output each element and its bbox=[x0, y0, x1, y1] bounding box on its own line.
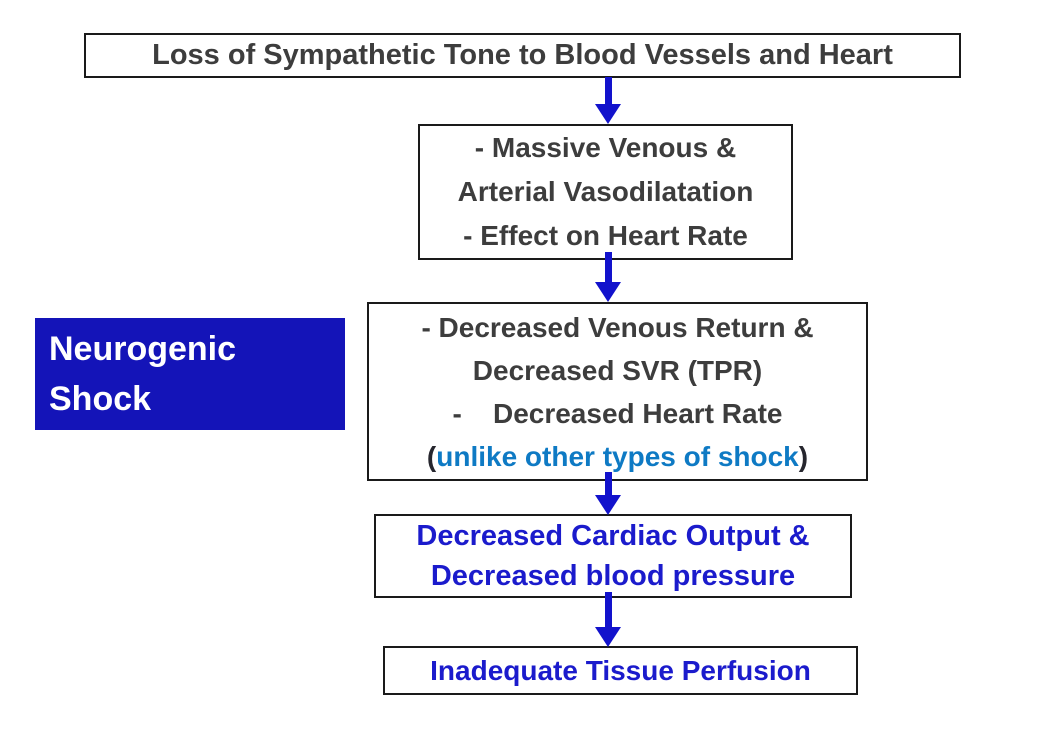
close-paren: ) bbox=[798, 440, 809, 472]
vasodilatation-line-3: - Effect on Heart Rate bbox=[463, 220, 748, 251]
arrow-head bbox=[595, 282, 621, 302]
down-arrow-icon-3 bbox=[595, 472, 621, 515]
arrow-stem bbox=[604, 77, 612, 104]
cardiac-output-line-1: Decreased Cardiac Output & bbox=[416, 520, 810, 552]
box-loss-of-sympathetic-tone: Loss of Sympathetic Tone to Blood Vessel… bbox=[84, 33, 961, 78]
cardiac-output-line-2: Decreased blood pressure bbox=[430, 560, 796, 592]
open-paren: ( bbox=[426, 440, 437, 472]
tissue-perfusion-text: Inadequate Tissue Perfusion bbox=[430, 654, 811, 686]
down-arrow-icon-4 bbox=[595, 592, 621, 647]
down-arrow-icon-2 bbox=[595, 252, 621, 302]
arrow-stem bbox=[604, 472, 612, 495]
box-decreased-cardiac-output: Decreased Cardiac Output & Decreased blo… bbox=[374, 514, 852, 598]
box-massive-vasodilatation: - Massive Venous & Arterial Vasodilatati… bbox=[418, 124, 793, 260]
neurogenic-shock-label-line-1: Neurogenic bbox=[49, 330, 237, 368]
venous-return-line-2: Decreased SVR (TPR) bbox=[472, 354, 763, 386]
arrow-head bbox=[595, 104, 621, 124]
neurogenic-shock-label: Neurogenic Shock bbox=[35, 318, 345, 430]
venous-return-line-1: - Decreased Venous Return & bbox=[421, 311, 814, 343]
arrow-head bbox=[595, 495, 621, 515]
box-decreased-venous-return: - Decreased Venous Return & Decreased SV… bbox=[367, 302, 868, 481]
box-loss-of-sympathetic-tone-text: Loss of Sympathetic Tone to Blood Vessel… bbox=[152, 39, 893, 71]
unlike-other-shock-highlight: unlike other types of shock bbox=[436, 440, 799, 472]
neurogenic-shock-label-line-2: Shock bbox=[49, 380, 152, 418]
vasodilatation-line-1: - Massive Venous & bbox=[474, 132, 737, 163]
box-inadequate-tissue-perfusion: Inadequate Tissue Perfusion bbox=[383, 646, 858, 695]
down-arrow-icon-1 bbox=[595, 77, 621, 124]
arrow-stem bbox=[604, 592, 612, 627]
vasodilatation-line-2: Arterial Vasodilatation bbox=[457, 176, 754, 207]
venous-return-line-4: (unlike other types of shock) bbox=[369, 435, 866, 478]
arrow-head bbox=[595, 627, 621, 647]
arrow-stem bbox=[604, 252, 612, 282]
venous-return-line-3: - Decreased Heart Rate bbox=[452, 397, 783, 429]
